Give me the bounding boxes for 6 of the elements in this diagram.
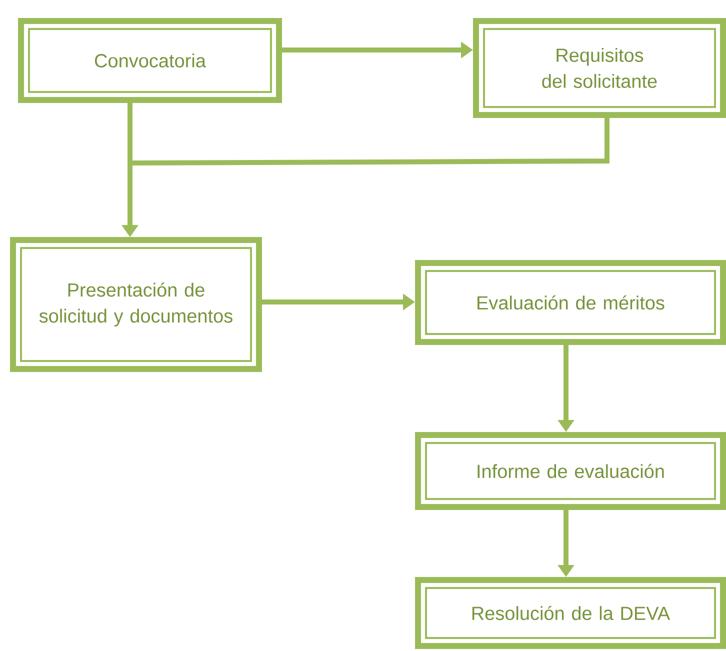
process-box: Presentación de solicitud y documentos	[10, 237, 262, 372]
process-box: Resolución de la DEVA	[415, 577, 726, 649]
process-box: Informe de evaluación	[415, 432, 726, 510]
process-box: Evaluación de méritos	[415, 260, 726, 345]
process-box: Convocatoria	[18, 18, 282, 103]
process-box: Requisitos del solicitante	[473, 18, 726, 118]
